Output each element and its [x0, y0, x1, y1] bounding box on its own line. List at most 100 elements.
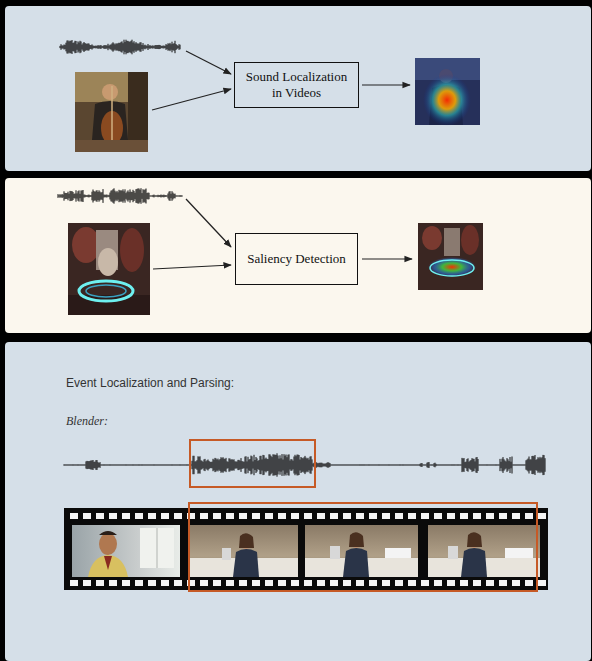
film-strip-part — [64, 508, 548, 590]
sprocket-hole — [538, 580, 546, 586]
sprocket-holes — [70, 513, 546, 586]
film-frame-part — [88, 555, 128, 577]
film-frame-part — [233, 549, 259, 577]
video-frame — [68, 223, 150, 315]
sprocket-hole — [148, 580, 156, 586]
flow-arrow-part — [362, 258, 412, 259]
video-frame-part — [120, 228, 144, 272]
sprocket-hole — [356, 580, 364, 586]
heatmap-frame-part — [428, 257, 476, 277]
sprocket-hole — [70, 580, 78, 586]
film-frame — [305, 525, 418, 577]
video-frame-part — [79, 281, 133, 301]
sprocket-hole — [525, 580, 533, 586]
film-frame-part — [461, 548, 487, 577]
heatmap-frame-part — [423, 74, 471, 126]
film-frame-part — [157, 528, 158, 568]
sprocket-hole — [421, 580, 429, 586]
film-frame-part — [505, 548, 533, 558]
film-frame — [428, 525, 540, 577]
sprocket-hole — [343, 580, 351, 586]
flow-arrow-part — [362, 84, 410, 85]
sprocket-hole — [161, 580, 169, 586]
audio-waveform — [58, 188, 182, 204]
panel-ground — [5, 6, 591, 171]
film-frame-part — [330, 546, 340, 559]
film-frame-part — [140, 528, 174, 568]
film-frame-part — [305, 525, 418, 577]
flow-arrow-part — [186, 51, 231, 74]
sprocket-hole — [343, 513, 351, 519]
waveform-trace — [60, 40, 180, 55]
sprocket-hole — [473, 513, 481, 519]
flow-arrow-part — [186, 199, 231, 247]
film-frame-part — [467, 532, 482, 547]
sprocket-hole — [278, 513, 286, 519]
sprocket-hole — [174, 580, 182, 586]
video-frame-part — [86, 285, 126, 297]
sprocket-hole — [252, 513, 260, 519]
film-frame-part — [343, 548, 369, 577]
sprocket-hole — [148, 513, 156, 519]
sprocket-hole — [70, 513, 78, 519]
sprocket-hole — [213, 580, 221, 586]
heatmap-frame — [415, 58, 480, 126]
box-label: Sound Localization in Videos — [243, 69, 350, 101]
sprocket-hole — [291, 513, 299, 519]
sprocket-hole — [486, 580, 494, 586]
sprocket-hole — [239, 580, 247, 586]
sprocket-hole — [330, 513, 338, 519]
sprocket-hole — [395, 513, 403, 519]
sprocket-hole — [369, 580, 377, 586]
sprocket-hole — [252, 580, 260, 586]
sprocket-hole — [382, 513, 390, 519]
sprocket-hole — [265, 580, 273, 586]
video-frame-part — [72, 227, 100, 263]
video-frame — [75, 72, 148, 152]
film-frame-part — [349, 532, 364, 547]
film-frame-part — [190, 525, 298, 577]
sprocket-hole — [174, 513, 182, 519]
sprocket-hole — [83, 580, 91, 586]
film-strip — [64, 508, 548, 590]
sprocket-hole — [135, 513, 143, 519]
flow-arrow — [153, 199, 412, 269]
film-frame-part — [99, 531, 117, 535]
sprocket-hole — [512, 513, 520, 519]
heatmap-frame-part — [415, 58, 480, 125]
film-frame-part — [428, 525, 540, 577]
sprocket-hole — [525, 513, 533, 519]
sprocket-hole — [109, 513, 117, 519]
sprocket-hole — [499, 580, 507, 586]
sprocket-hole — [486, 513, 494, 519]
heatmap-frame — [418, 223, 483, 290]
box-label: Saliency Detection — [247, 251, 346, 267]
sprocket-hole — [109, 580, 117, 586]
sprocket-hole — [96, 513, 104, 519]
panel-heading: Event Localization and Parsing: — [66, 375, 591, 391]
panel-ground — [5, 178, 591, 333]
film-frame-part — [222, 548, 231, 560]
video-frame-part — [102, 84, 118, 100]
sprocket-hole — [200, 580, 208, 586]
audio-waveform — [64, 453, 545, 476]
sprocket-hole — [213, 513, 221, 519]
sprocket-hole — [265, 513, 273, 519]
video-frame-part — [68, 295, 150, 315]
sprocket-hole — [291, 580, 299, 586]
heatmap-frame-part — [422, 226, 442, 250]
sprocket-hole — [330, 580, 338, 586]
sprocket-hole — [538, 513, 546, 519]
sprocket-hole — [200, 513, 208, 519]
sprocket-hole — [421, 513, 429, 519]
heatmap-frame-part — [430, 260, 474, 276]
sprocket-hole — [447, 580, 455, 586]
film-frame — [72, 525, 180, 577]
sprocket-hole — [239, 513, 247, 519]
sprocket-hole — [317, 513, 325, 519]
sprocket-hole — [382, 580, 390, 586]
video-frame-part — [68, 223, 150, 315]
film-frame-part — [99, 533, 117, 555]
video-frame-part — [75, 72, 148, 152]
